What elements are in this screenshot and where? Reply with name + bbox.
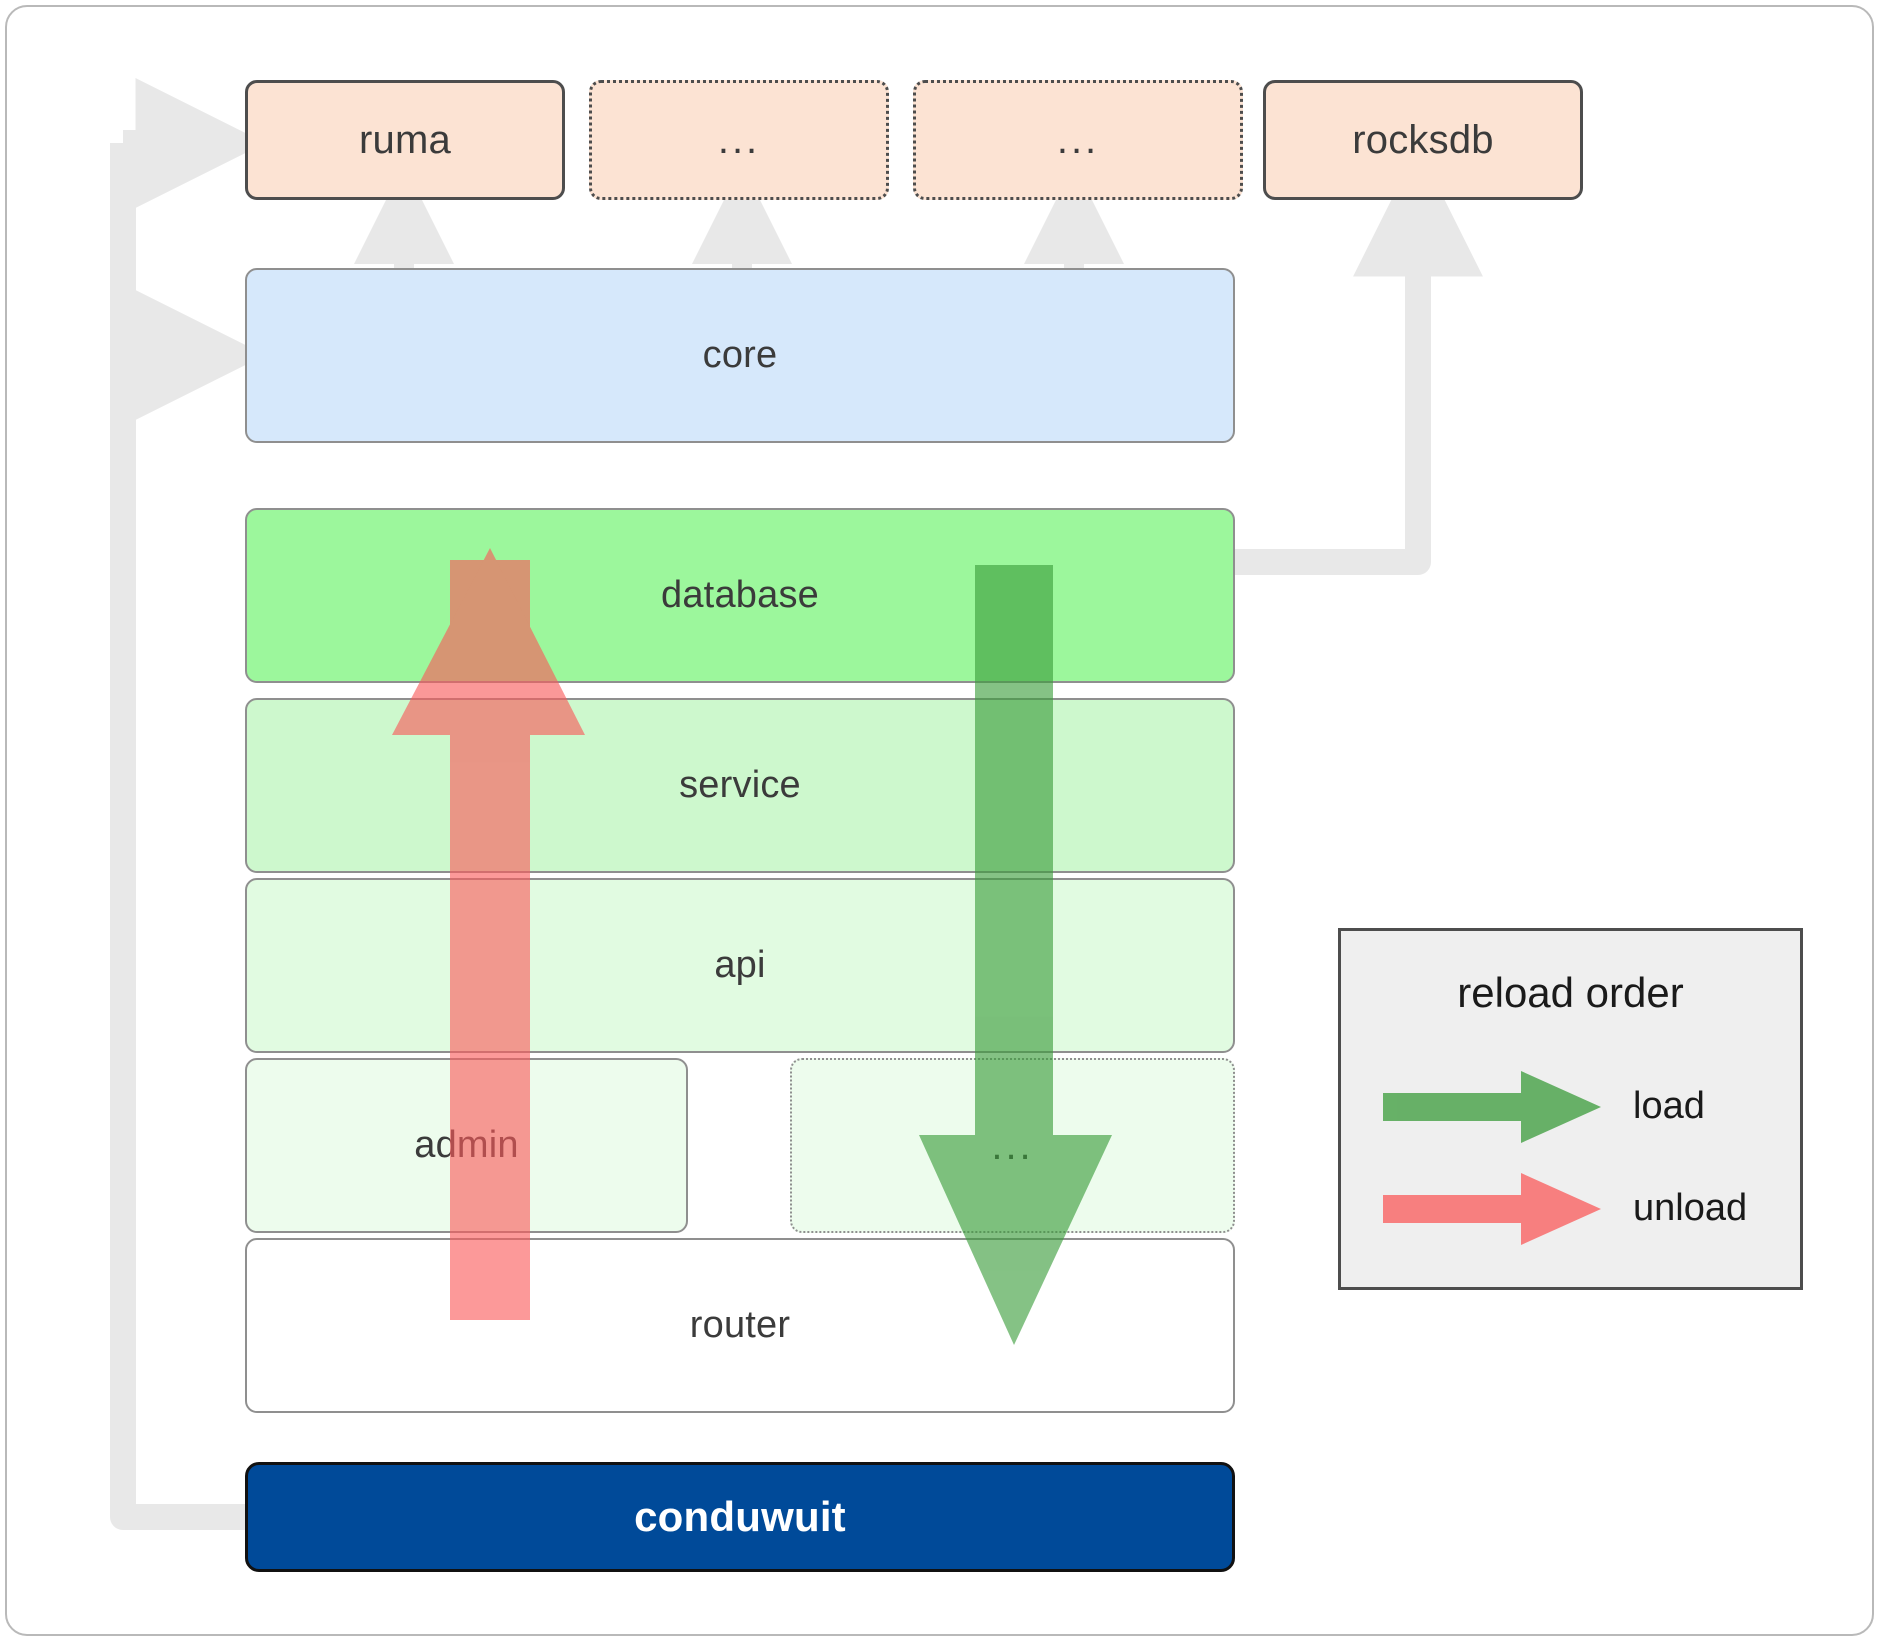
layer-label-api: api xyxy=(714,944,766,986)
legend-title: reload order xyxy=(1457,969,1684,1016)
legend-panel: reload order load xyxy=(1338,928,1803,1290)
layer-label-core: core xyxy=(702,334,778,376)
dependency-label-placeholder-1: ... xyxy=(717,118,761,162)
legend-unload-arrow-icon xyxy=(1383,1163,1613,1253)
dependency-box-placeholder-1[interactable]: ... xyxy=(589,80,889,200)
dependency-box-placeholder-2[interactable]: ... xyxy=(913,80,1243,200)
layer-label-database: database xyxy=(661,574,819,616)
legend-label-load: load xyxy=(1633,1084,1705,1127)
layer-box-database[interactable]: database xyxy=(245,508,1235,683)
layer-box-router[interactable]: router xyxy=(245,1238,1235,1413)
dependency-label-ruma: ruma xyxy=(359,117,451,162)
legend-load-arrow-icon xyxy=(1383,1061,1613,1151)
layer-box-placeholder[interactable]: ... xyxy=(790,1058,1235,1233)
dependency-box-ruma[interactable]: ruma xyxy=(245,80,565,200)
root-box-conduwuit[interactable]: conduwuit xyxy=(245,1462,1235,1572)
layer-label-router: router xyxy=(689,1304,791,1346)
dependency-label-placeholder-2: ... xyxy=(1056,118,1100,162)
layer-label-admin: admin xyxy=(414,1124,519,1166)
layer-box-api[interactable]: api xyxy=(245,878,1235,1053)
root-label-conduwuit: conduwuit xyxy=(634,1493,846,1540)
layer-box-core[interactable]: core xyxy=(245,268,1235,443)
layer-box-service[interactable]: service xyxy=(245,698,1235,873)
layer-box-admin[interactable]: admin xyxy=(245,1058,688,1233)
layer-label-service: service xyxy=(679,764,801,806)
legend-row-load: load xyxy=(1341,1061,1800,1151)
dependency-label-rocksdb: rocksdb xyxy=(1352,117,1494,162)
dependency-box-rocksdb[interactable]: rocksdb xyxy=(1263,80,1583,200)
legend-label-unload: unload xyxy=(1633,1186,1748,1229)
legend-row-unload: unload xyxy=(1341,1163,1800,1253)
layer-label-placeholder: ... xyxy=(991,1123,1034,1168)
